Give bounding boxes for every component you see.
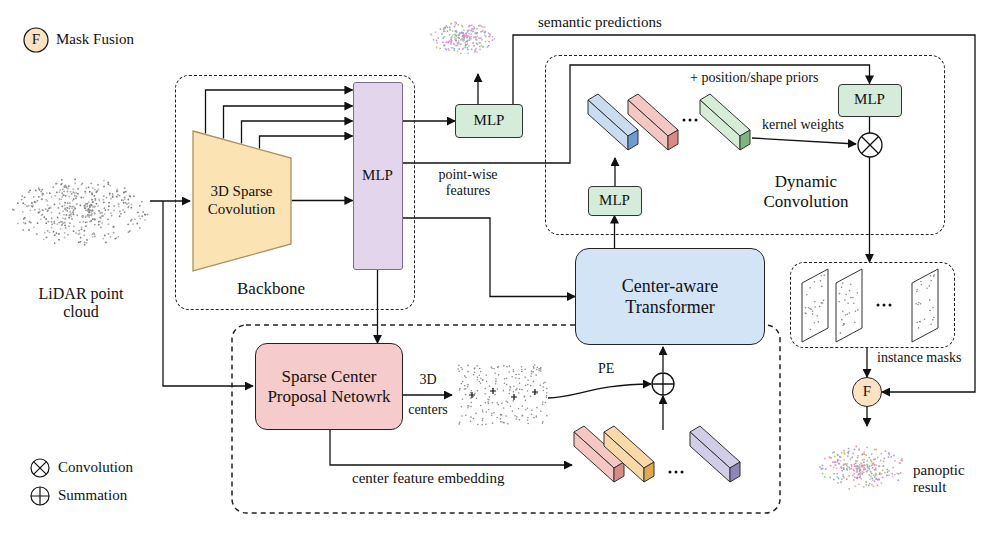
arrow-label: 3D centers — [403, 365, 453, 425]
box-label: MLP — [599, 192, 630, 209]
input-label: LiDAR point cloud — [38, 285, 124, 322]
ellipsis-dot — [695, 119, 698, 122]
arrow-label: kernel weights — [762, 117, 844, 133]
region-heading: Dynamic Convolution — [749, 172, 863, 211]
instance-mask — [802, 269, 828, 342]
connector-arrow — [242, 121, 353, 144]
feature-vector — [690, 426, 740, 482]
arrow-label: center feature embedding — [352, 470, 504, 487]
edge-label: + position/shape priors — [690, 70, 818, 86]
summation-symbol — [652, 373, 674, 395]
connector-arrow — [224, 106, 353, 138]
plain-arrows — [150, 74, 867, 465]
mlp-box: MLP — [455, 104, 523, 138]
connector-arrow — [513, 35, 975, 392]
legend-text: Mask Fusion — [56, 31, 134, 48]
edge-label: semantic predictions — [538, 14, 662, 31]
trapezoid-shape — [193, 131, 291, 271]
arrow-label: PE — [598, 361, 614, 377]
region-heading: Backbone — [234, 279, 308, 299]
feature-vector — [604, 426, 654, 482]
connector-arrow — [403, 120, 456, 121]
mlp-box: MLP — [588, 186, 642, 216]
ellipsis-dot — [681, 471, 684, 474]
box-label: MLP — [474, 112, 505, 129]
connector-arrow — [866, 348, 867, 377]
feature-label: point-wise features — [426, 167, 510, 199]
mask-fusion-circle: F — [852, 377, 882, 407]
instance-mask — [912, 269, 938, 342]
feature-vector — [628, 94, 678, 150]
connector-arrow — [403, 218, 576, 297]
box-label: MLP — [362, 167, 393, 184]
legend-text: Convolution — [58, 459, 133, 476]
box-label: Center-aware Transformer — [595, 276, 745, 317]
ellipsis-dot — [877, 304, 880, 307]
ellipsis-dot — [675, 471, 678, 474]
output-label: panoptic result — [913, 462, 991, 497]
mlp-box: MLP — [353, 82, 403, 270]
instance-mask — [836, 269, 862, 342]
legend-text: Summation — [58, 487, 127, 504]
transformer-box: Center-aware Transformer — [575, 248, 765, 345]
center-region-outline — [232, 325, 780, 513]
convolution-symbol — [858, 133, 882, 157]
fusion-symbol-letter: F — [24, 31, 48, 48]
proposal-network-box: Sparse Center Proposal Netowrk — [255, 343, 403, 430]
ellipsis-dot — [689, 119, 692, 122]
region-heading: instance masks — [877, 350, 989, 366]
box-label: F — [863, 383, 871, 400]
box-label: Sparse Center Proposal Netowrk — [261, 367, 397, 406]
center-points-picture — [457, 364, 547, 425]
connector-arrow — [292, 200, 353, 201]
instance-masks-region: instance masks — [790, 262, 955, 348]
connector-arrow — [377, 270, 378, 344]
feature-vector — [700, 94, 750, 150]
legend-fusion-symbol — [24, 28, 48, 52]
sparse-conv-block: 3D Sparse Covolution — [192, 130, 292, 272]
box-label: MLP — [854, 91, 885, 108]
legend-summation-symbol — [31, 487, 49, 505]
point-cloud — [819, 446, 903, 490]
ellipsis-dot — [683, 119, 686, 122]
connector-arrow — [206, 90, 353, 133]
backbone-region: Backbone 3D Sparse Covolution MLP — [175, 75, 415, 310]
ellipsis-dot — [889, 304, 892, 307]
ellipsis-dot — [669, 471, 672, 474]
point-cloud-pictures — [12, 21, 938, 490]
box-label: 3D Sparse Covolution — [202, 183, 282, 218]
mlp-box: MLP — [838, 84, 902, 117]
point-cloud — [12, 179, 148, 246]
connector-arrow — [403, 65, 870, 163]
connector-arrow — [260, 136, 353, 149]
connector-arrow — [614, 216, 615, 249]
legend-convolution-symbol — [31, 459, 49, 477]
ellipsis-dot — [883, 304, 886, 307]
point-cloud — [430, 21, 495, 54]
